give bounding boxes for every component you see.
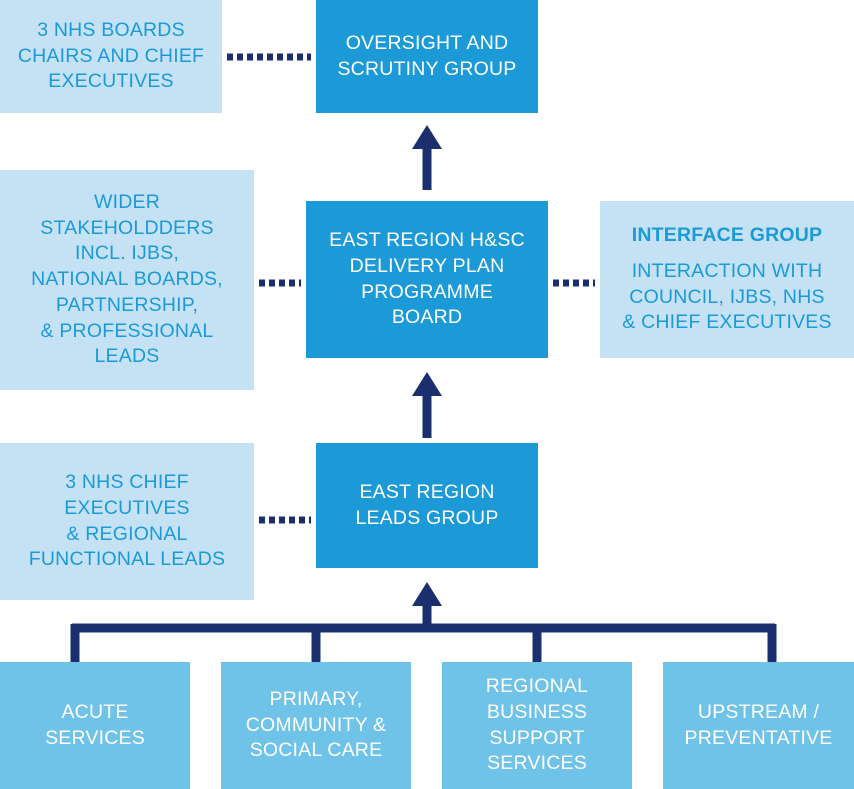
text-line: PRIMARY, — [269, 687, 363, 710]
primary-community-social-care-box: PRIMARY, COMMUNITY & SOCIAL CARE — [221, 662, 411, 789]
text-line: EXECUTIVES — [48, 70, 174, 93]
oversight-scrutiny-group-box: OVERSIGHT AND SCRUTINY GROUP — [316, 0, 538, 113]
text-line: ACUTE — [61, 700, 129, 723]
text-line: SOCIAL CARE — [249, 739, 383, 762]
text-line: SUPPORT — [489, 726, 585, 749]
text-line: BOARD — [391, 306, 463, 329]
text-line: & REGIONAL — [66, 522, 188, 545]
text-line: & PROFESSIONAL — [40, 319, 214, 342]
text-line: 3 NHS CHIEF — [65, 471, 189, 494]
dotted-links — [227, 53, 595, 524]
text-line: STAKEHOLDDERS — [40, 216, 214, 239]
text-line: WIDER — [94, 190, 160, 213]
interface-group-box: INTERFACE GROUP INTERACTION WITH COUNCIL,… — [600, 201, 854, 358]
text-line: COMMUNITY & — [245, 713, 387, 736]
text-line: INTERACTION WITH — [631, 259, 823, 282]
nhs-boards-chairs-box: 3 NHS BOARDS CHAIRS AND CHIEF EXECUTIVES — [0, 0, 222, 113]
text-line: EAST REGION — [359, 480, 495, 503]
workstream-tree — [70, 623, 777, 662]
text-line: INCL. IJBS, — [74, 242, 180, 265]
text-line: 3 NHS BOARDS — [37, 18, 185, 41]
upstream-preventative-box: UPSTREAM / PREVENTATIVE — [663, 662, 854, 789]
text-line: SERVICES — [45, 726, 145, 749]
text-line: BUSINESS — [486, 700, 588, 723]
east-region-leads-group-box: EAST REGION LEADS GROUP — [316, 443, 538, 568]
acute-services-box: ACUTE SERVICES — [0, 662, 190, 789]
arrow-head — [412, 125, 442, 149]
text-line: EAST REGION H&SC — [329, 229, 525, 252]
wider-stakeholders-box: WIDER STAKEHOLDDERS INCL. IJBS, NATIONAL BO… — [0, 170, 254, 390]
text-line: PROGRAMME — [361, 280, 493, 303]
text-line: PREVENTATIVE — [684, 726, 833, 749]
text-line: REGIONAL — [485, 675, 589, 698]
arrow-head — [412, 582, 442, 606]
text-line: LEADS GROUP — [355, 506, 499, 529]
text-line: & CHIEF EXECUTIVES — [622, 311, 832, 334]
text-line: CHAIRS AND CHIEF — [17, 44, 205, 67]
text-line: DELIVERY PLAN — [349, 254, 505, 277]
text-line: UPSTREAM / — [697, 700, 820, 723]
text-line: COUNCIL, IJBS, NHS — [629, 285, 825, 308]
text-line: OVERSIGHT AND — [345, 31, 509, 54]
text-line: EXECUTIVES — [64, 496, 190, 519]
text-line: SERVICES — [487, 752, 587, 775]
arrow-head — [412, 372, 442, 396]
text-line: FUNCTIONAL LEADS — [28, 548, 226, 571]
interface-group-text: INTERACTION WITH COUNCIL, IJBS, NHS & CHIE… — [622, 259, 831, 336]
text-line: PARTNERSHIP, — [55, 293, 199, 316]
text-line: LEADS — [94, 345, 160, 368]
text-line: SCRUTINY GROUP — [337, 57, 517, 80]
text-line: NATIONAL BOARDS, — [31, 268, 223, 291]
interface-group-heading: INTERFACE GROUP — [631, 224, 823, 247]
arrows — [412, 125, 442, 628]
